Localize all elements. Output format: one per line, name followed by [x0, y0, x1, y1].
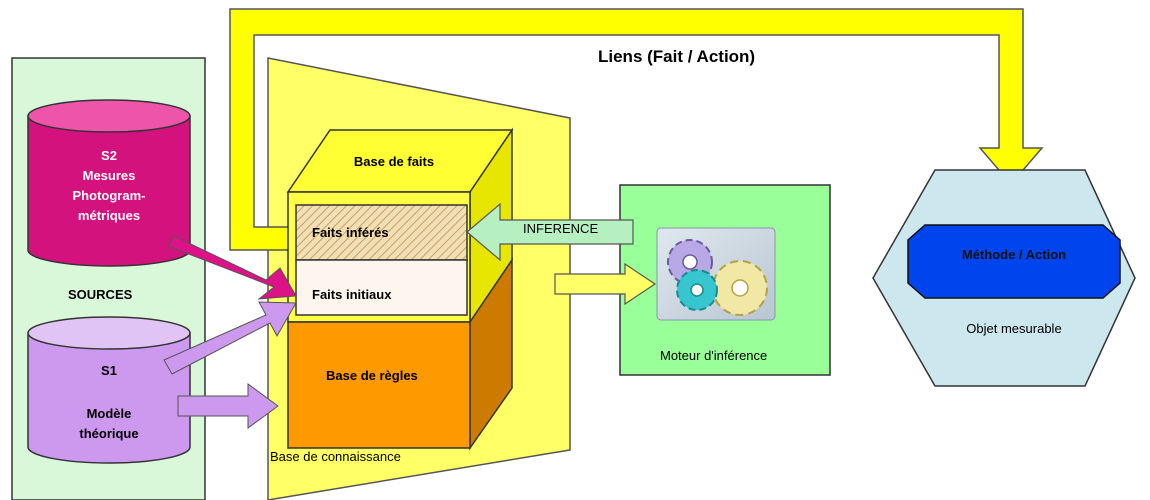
- gears-icon: [656, 227, 776, 321]
- s1-line2: théorique: [79, 426, 139, 441]
- sources-label: SOURCES: [68, 287, 133, 302]
- engine-label: Moteur d'inférence: [660, 348, 768, 363]
- rules-base-label: Base de règles: [326, 368, 418, 383]
- knowledge-base-label: Base de connaissance: [270, 449, 401, 464]
- s2-line3: métriques: [77, 208, 141, 223]
- measurable-object-label: Objet mesurable: [966, 321, 1062, 336]
- inferred-facts-label: Faits inférés: [312, 225, 389, 240]
- s1-line1: Modèle: [86, 406, 132, 421]
- s2-line1: Mesures: [82, 168, 136, 183]
- facts-to-engine-arrow: [554, 262, 657, 306]
- method-action-shape: [907, 224, 1121, 299]
- initial-facts-label: Faits initiaux: [312, 287, 392, 302]
- initial-facts-box: [295, 259, 468, 316]
- s2-line2: Photogram-: [72, 188, 146, 203]
- facts-base-label: Base de faits: [353, 154, 435, 169]
- s1-facts-arrow: [163, 301, 297, 375]
- inference-label: INFERENCE: [523, 221, 599, 236]
- method-action-label: Méthode / Action: [961, 247, 1067, 262]
- s2-label: S2 Mesures Photogram- métriques: [44, 146, 174, 226]
- links-title: Liens (Fait / Action): [598, 47, 756, 66]
- s1-rules-arrow: [177, 383, 279, 429]
- s2-arrow: [167, 235, 297, 300]
- s1-label: Modèle théorique: [44, 404, 174, 444]
- rules-base-cube: [287, 257, 513, 451]
- s1-cylinder: [27, 316, 191, 464]
- s2-cylinder: [27, 99, 191, 267]
- s2-id: S2: [101, 148, 117, 163]
- s1-id: S1: [101, 363, 117, 378]
- inferred-facts-box: [295, 204, 468, 261]
- inference-arrow: [466, 202, 634, 262]
